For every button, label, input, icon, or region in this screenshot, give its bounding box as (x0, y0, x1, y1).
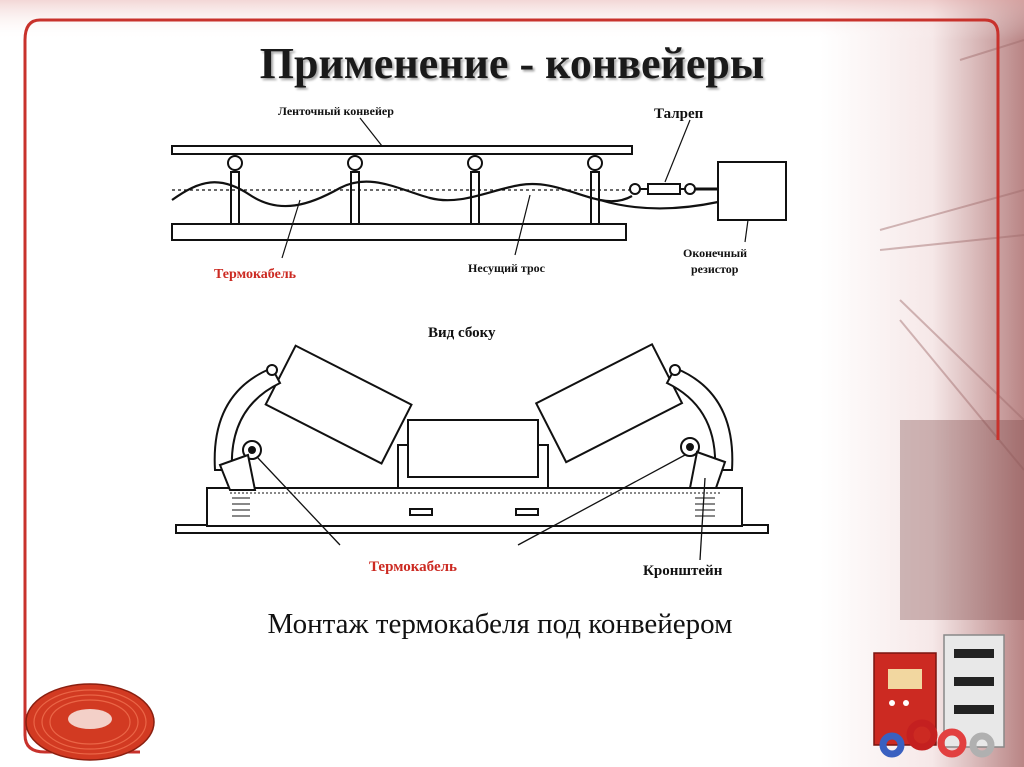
gravel-texture (900, 420, 1024, 620)
center-roller (407, 419, 539, 478)
thermocable-tail (599, 198, 719, 210)
left-roller (264, 344, 413, 465)
conveyor-frame (171, 223, 627, 241)
frame-body (206, 487, 743, 527)
slide-frame (23, 18, 1000, 754)
right-bracket (665, 366, 734, 471)
label-end-resistor-1: Оконечный (683, 246, 747, 260)
right-roller (534, 342, 684, 464)
thermocable-wavy (171, 180, 633, 208)
slide-caption: Монтаж термокабеля под конвейером (267, 608, 733, 640)
side-view-heading: Вид сбоку (428, 325, 496, 341)
conveyor-belt (171, 145, 633, 155)
label-bracket: Кронштейн (643, 563, 723, 579)
cable-coil-image (25, 683, 155, 761)
label-turnbuckle: Талреп (654, 106, 704, 122)
end-resistor-box (717, 161, 787, 221)
label-thermocable-side: Термокабель (369, 559, 457, 575)
control-panels-image (873, 634, 1005, 758)
red-panel-icon (873, 652, 937, 746)
page-title: Применение - конвейеры (259, 39, 765, 88)
label-carrier-rope: Несущий трос (468, 261, 546, 275)
tunnel-lines (879, 39, 1024, 471)
hatching (232, 497, 715, 517)
label-thermocable-top: Термокабель (214, 267, 297, 282)
label-end-resistor-2: резистор (691, 262, 739, 276)
label-belt-conveyor: Ленточный конвейер (278, 104, 394, 118)
